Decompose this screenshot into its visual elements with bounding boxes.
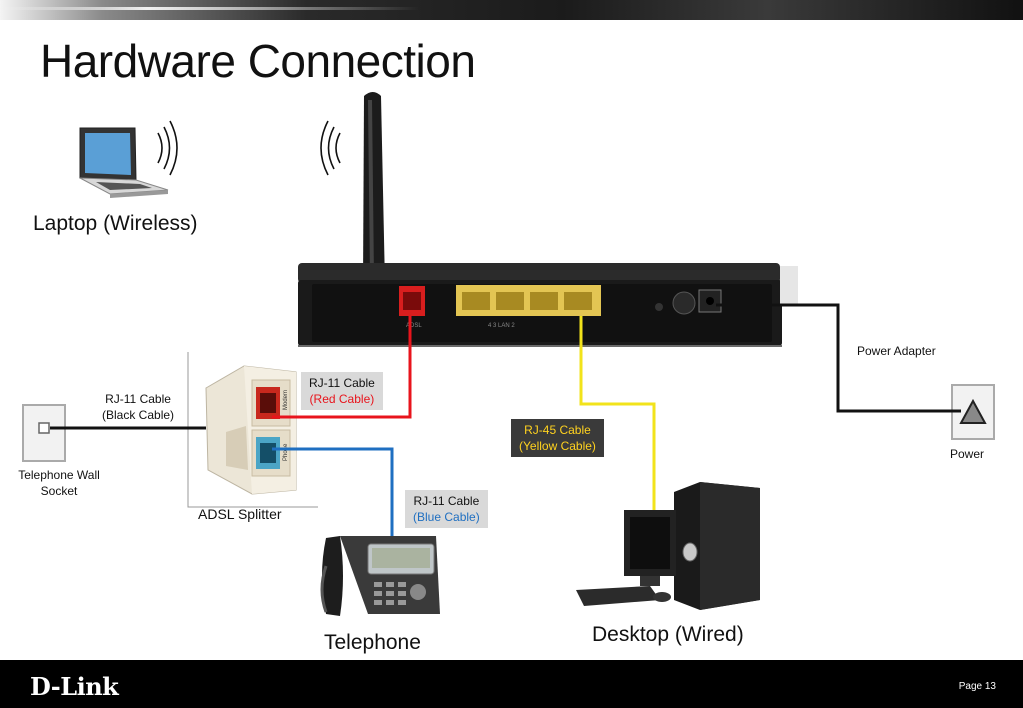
router-lan-label: 4 3 LAN 2	[488, 323, 515, 329]
power-cable	[716, 303, 961, 413]
splitter-modem-label: Modem	[283, 390, 289, 410]
yellow-cable-desc: (Yellow Cable)	[519, 439, 596, 453]
blue-cable	[272, 447, 394, 553]
power-adapter-label: Power Adapter	[857, 344, 936, 358]
black-cable-label: RJ-11 Cable (Black Cable)	[102, 391, 174, 423]
laptop-icon	[79, 127, 169, 198]
dlink-logo: D-Link	[30, 672, 119, 701]
red-cable-desc: (Red Cable)	[309, 392, 375, 406]
footer-bar: D-Link Page 13	[0, 660, 1023, 708]
power-label: Power	[950, 447, 985, 461]
telephone-label: Telephone	[324, 631, 421, 654]
black-cable-name: RJ-11 Cable	[105, 392, 171, 406]
top-banner	[0, 0, 1023, 20]
splitter-bracket	[187, 352, 318, 508]
blue-cable-name: RJ-11 Cable	[413, 494, 480, 508]
wall-socket-device	[22, 404, 66, 462]
wall-socket-label: Telephone Wall Socket	[18, 468, 100, 498]
yellow-cable	[579, 316, 656, 510]
adsl-splitter-label: ADSL Splitter	[198, 506, 282, 522]
yellow-cable-label: RJ-45 Cable (Yellow Cable)	[511, 419, 604, 457]
router-wifi-waves-icon	[320, 120, 341, 176]
adsl-splitter-device	[205, 365, 297, 495]
blue-cable-desc: (Blue Cable)	[413, 510, 480, 524]
banner-light-streak	[0, 7, 420, 10]
blue-cable-label: RJ-11 Cable (Blue Cable)	[405, 490, 488, 528]
router-antenna	[363, 92, 385, 285]
connection-diagram: 4 3 LAN 2 ADSL Modem Phone	[22, 92, 995, 616]
red-cable-label: RJ-11 Cable (Red Cable)	[301, 372, 383, 410]
desktop-computer-device	[576, 482, 760, 610]
router-adsl-label: ADSL	[406, 323, 422, 329]
laptop-wifi-waves-icon	[157, 120, 178, 176]
slide-title: Hardware Connection	[40, 35, 476, 87]
splitter-phone-label: Phone	[283, 443, 289, 461]
laptop-label: Laptop (Wireless)	[33, 212, 198, 235]
router-device	[298, 263, 798, 347]
yellow-cable-name: RJ-45 Cable	[524, 423, 591, 437]
red-cable	[272, 316, 412, 419]
desktop-label: Desktop (Wired)	[592, 623, 744, 646]
red-cable-name: RJ-11 Cable	[309, 376, 375, 390]
black-cable-desc: (Black Cable)	[102, 408, 175, 422]
telephone-device	[320, 536, 440, 616]
page-number: Page 13	[958, 681, 996, 692]
